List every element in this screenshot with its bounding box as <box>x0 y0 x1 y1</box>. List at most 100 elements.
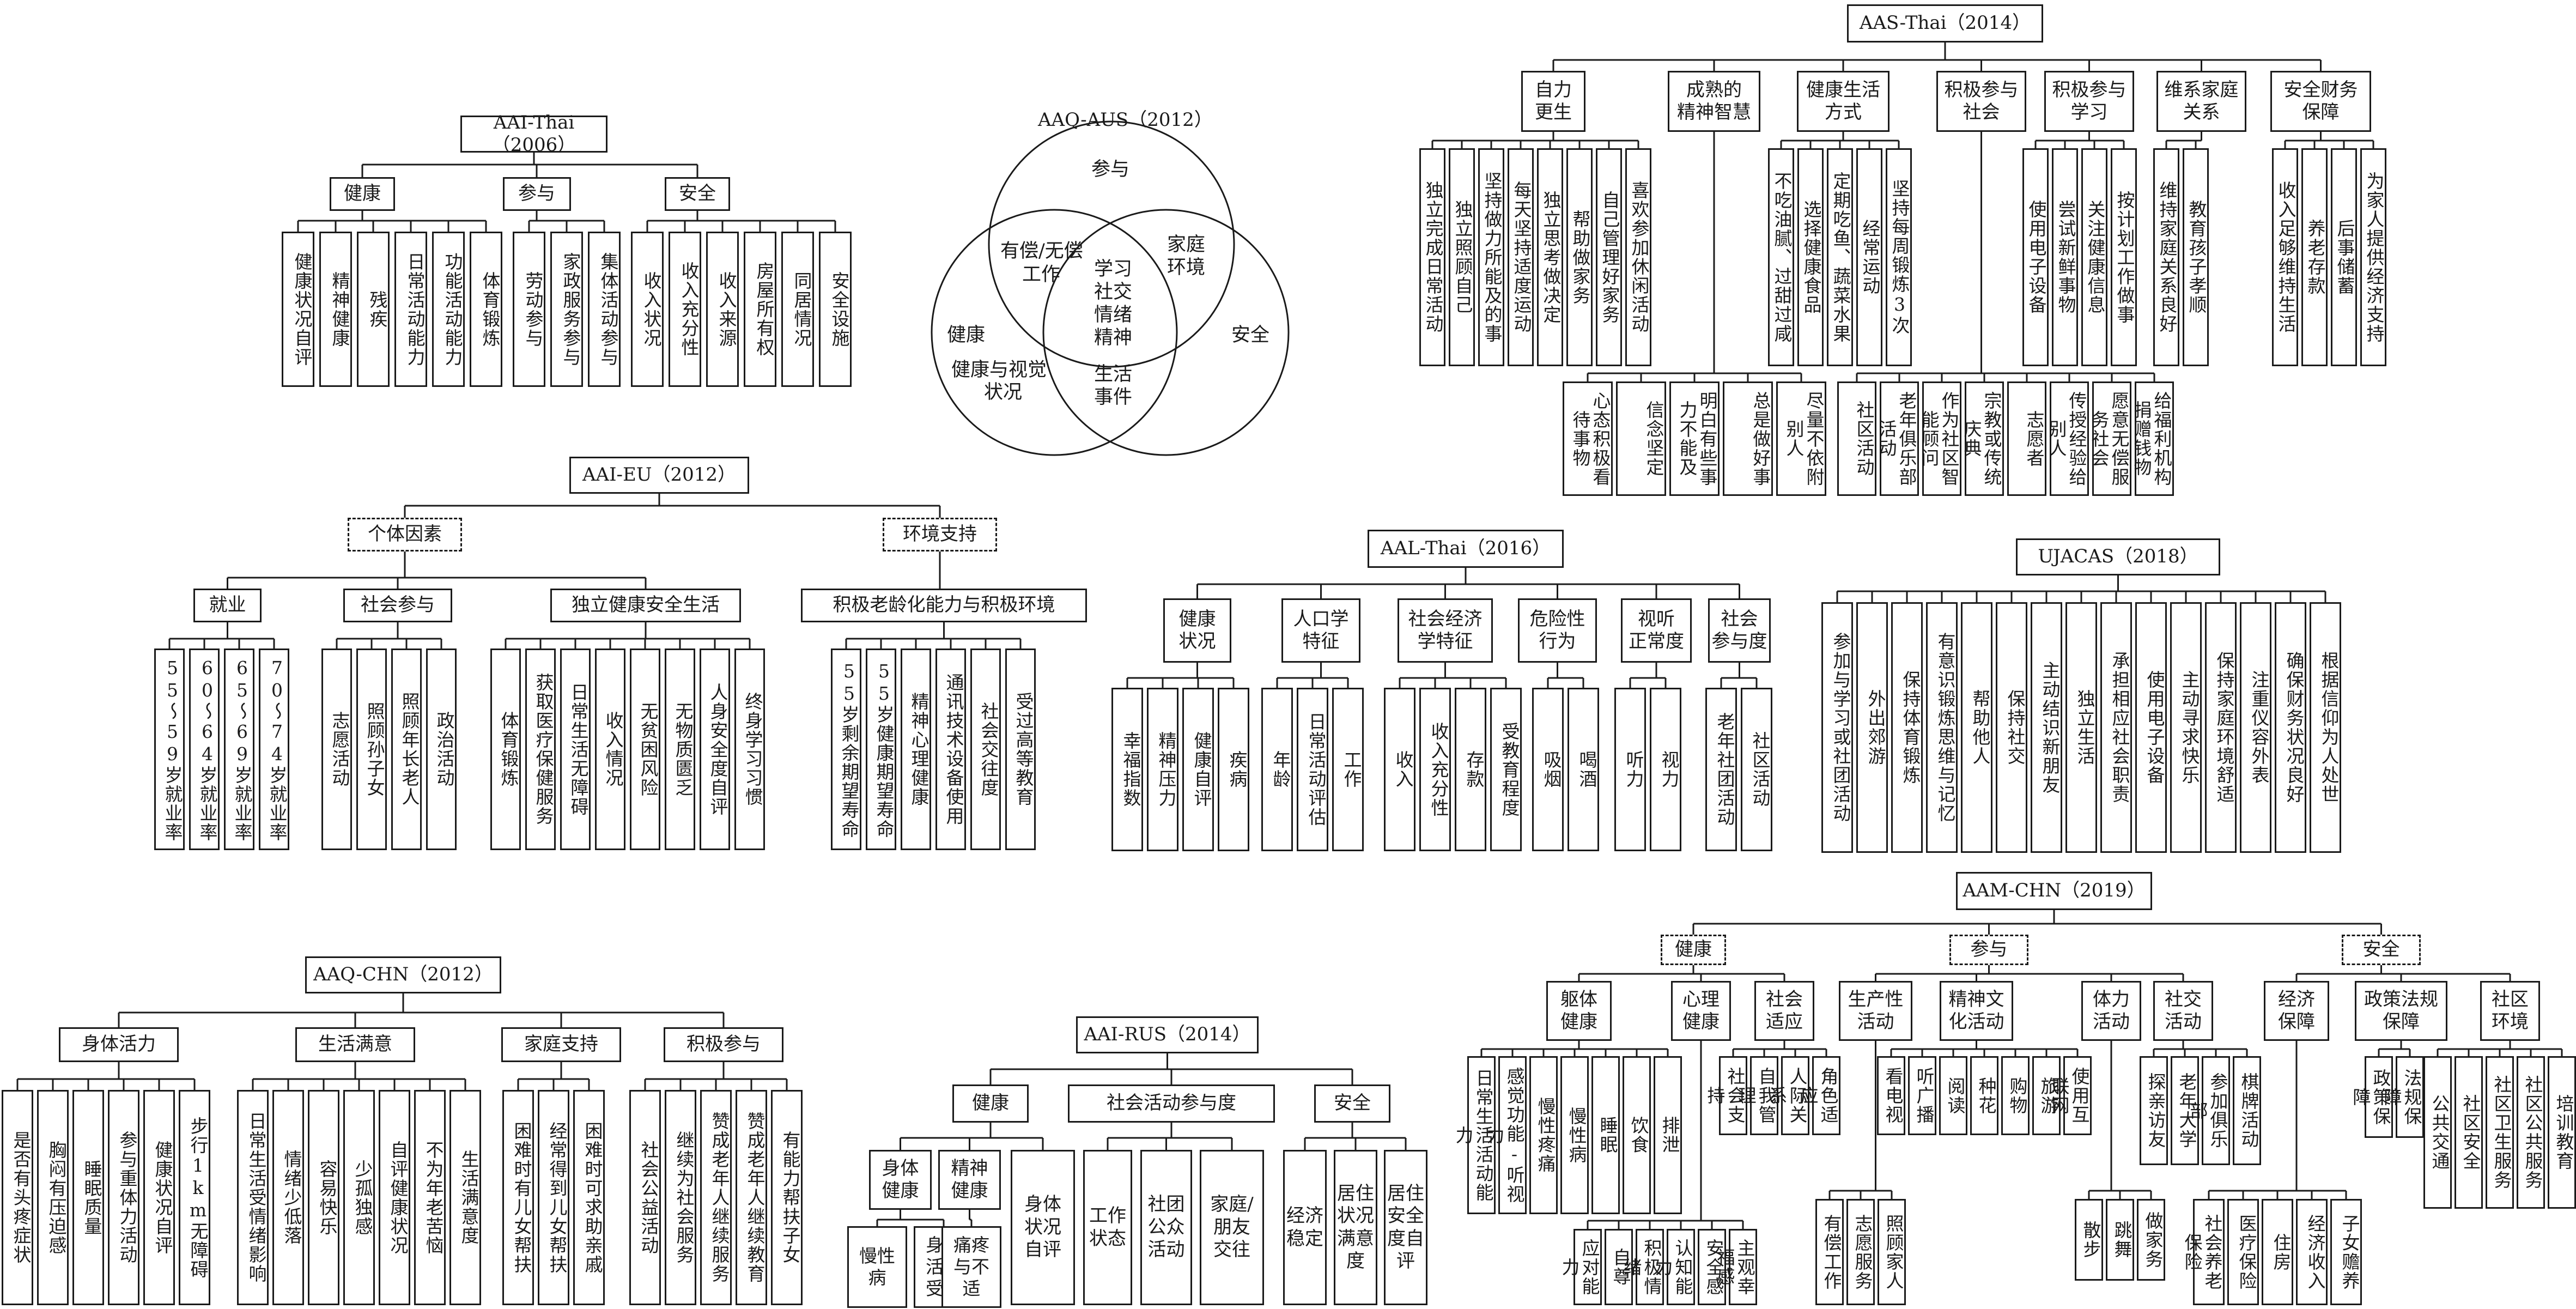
aas-thai-leaf: 作为社区智能顾问 <box>1918 381 1961 496</box>
aam-chn-leaf: 做家务 <box>2137 1199 2165 1281</box>
aas-thai-leaf: 独立思考做决定 <box>1537 148 1563 366</box>
aam-chn-leaf: 旅游 <box>2032 1056 2061 1135</box>
aas-thai-leaf: 关注健康信息 <box>2081 148 2107 366</box>
aam-chn-leaf: 自尊 <box>1605 1229 1633 1305</box>
venn-circle-health <box>931 209 1178 456</box>
aai-eu-leaf: 70～74岁就业率 <box>259 649 289 850</box>
venn-circle-participation <box>988 120 1235 368</box>
aaq-chn-leaf: 健康状况自评 <box>143 1090 175 1305</box>
aam-chn-leaf: 人际关系 <box>1766 1056 1809 1135</box>
aam-chn-leaf: 购物 <box>2001 1056 2030 1135</box>
aai-thai-leaf: 集体活动参与 <box>588 232 621 387</box>
aam-chn-sub: 精神文 化活动 <box>1940 981 2013 1041</box>
aal-thai-leaf: 老年社团活动 <box>1705 688 1737 851</box>
ujacas-leaf: 有意识锻炼思维与记忆 <box>1926 602 1958 853</box>
ujacas-leaf: 保持体育锻炼 <box>1891 602 1923 853</box>
aas-thai-leaf: 定期吃鱼、蔬菜水果 <box>1827 148 1853 366</box>
aai-eu-leaf: 志愿活动 <box>321 649 352 850</box>
aas-thai-leaf: 教育孩子孝顺 <box>2183 148 2209 366</box>
aal-thai-leaf: 幸福指数 <box>1111 688 1143 851</box>
aal-thai-leaf: 精神压力 <box>1147 688 1178 851</box>
aai-thai-leaf: 劳动参与 <box>513 232 545 387</box>
aam-chn-leaf: 培训教育 <box>2548 1056 2576 1209</box>
venn-label-paid-work-2: 工作 <box>1022 264 1060 286</box>
aaq-chn-leaf: 不为年老苦恼 <box>414 1090 446 1305</box>
aai-thai-group: 参与 <box>502 177 571 211</box>
aaq-chn-group: 积极参与 <box>664 1027 783 1062</box>
aai-rus-sub: 社团 公众 活动 <box>1140 1150 1192 1305</box>
aai-rus-sub: 工作 状态 <box>1083 1150 1132 1305</box>
aas-thai-leaf: 总是做好事 <box>1723 381 1773 496</box>
venn-label-participation: 参与 <box>1091 159 1129 180</box>
aam-chn-leaf: 公共交通 <box>2423 1056 2452 1209</box>
venn-label-center-3: 情绪 <box>1094 304 1132 326</box>
aam-chn-leaf: 政策保障 <box>2350 1056 2393 1138</box>
aam-chn-leaf: 经济收入 <box>2296 1199 2328 1305</box>
aal-thai-leaf: 受教育程度 <box>1490 688 1522 851</box>
aaq-chn-group: 身体活力 <box>59 1027 179 1062</box>
aam-chn-sub: 社会 适应 <box>1754 981 1814 1041</box>
venn-label-security: 安全 <box>1231 324 1269 346</box>
aam-chn-leaf: 看电视 <box>1877 1056 1905 1135</box>
aam-chn-leaf: 认知能力 <box>1652 1229 1695 1305</box>
aam-chn-leaf: 种花 <box>1970 1056 1998 1135</box>
aam-chn-leaf: 棋牌活动 <box>2233 1056 2261 1165</box>
aas-thai-leaf: 喜欢参加休闲活动 <box>1625 148 1651 366</box>
venn-label-center-1: 学习 <box>1094 258 1132 280</box>
aal-thai-leaf: 视力 <box>1650 688 1681 851</box>
aas-thai-leaf: 经常运动 <box>1856 148 1882 366</box>
aas-thai-group: 自力 更生 <box>1521 71 1585 132</box>
aai-rus-group: 安全 <box>1314 1084 1390 1123</box>
aai-thai-group: 安全 <box>665 177 730 211</box>
aal-thai-leaf: 喝酒 <box>1568 688 1599 851</box>
aaq-chn-leaf: 经常得到儿女帮扶 <box>538 1090 569 1305</box>
aai-thai-leaf: 收入来源 <box>706 232 739 387</box>
aai-thai-leaf: 残疾 <box>357 232 390 387</box>
aaq-chn-leaf: 赞成老年人继续教育 <box>736 1090 767 1305</box>
aam-chn-leaf: 参加俱乐部 <box>2187 1056 2230 1165</box>
aai-thai-leaf: 同居情况 <box>781 232 814 387</box>
aas-thai-title: AAS-Thai（2014） <box>1847 4 2043 43</box>
aai-eu-title: AAI-EU（2012） <box>569 457 749 494</box>
aam-chn-sub: 体力 活动 <box>2081 981 2141 1041</box>
aai-eu-factor: 个体因素 <box>348 518 462 552</box>
aai-rus-sub: 精神 健康 <box>938 1150 1001 1210</box>
aai-thai-group: 健康 <box>330 177 395 211</box>
venn-label-life-2: 事件 <box>1094 386 1132 408</box>
aaq-chn-group: 生活满意 <box>295 1027 415 1062</box>
aai-eu-leaf: 无贫困风险 <box>630 649 660 850</box>
aal-thai-leaf: 日常活动评估 <box>1297 688 1328 851</box>
aai-eu-group: 社会参与 <box>343 589 452 622</box>
aai-rus-sub: 身体 状况 自评 <box>1011 1150 1075 1305</box>
aal-thai-group: 社会经济 学特征 <box>1398 598 1493 663</box>
aas-thai-leaf: 维持家庭关系良好 <box>2153 148 2179 366</box>
aas-thai-leaf: 帮助做家务 <box>1566 148 1593 366</box>
aai-rus-sub: 居住 状况 满意 度 <box>1334 1150 1377 1305</box>
aas-thai-leaf: 为家人提供经济支持 <box>2360 148 2386 366</box>
aal-thai-leaf: 年龄 <box>1261 688 1293 851</box>
aas-thai-leaf: 按计划工作做事 <box>2111 148 2137 366</box>
venn-circle-security <box>1042 209 1290 456</box>
ujacas-leaf: 主动结识新朋友 <box>2031 602 2062 853</box>
aas-thai-leaf: 后事储蓄 <box>2331 148 2357 366</box>
venn-label-paid-work: 有偿/无偿 <box>1000 240 1083 262</box>
aam-chn-leaf: 社会支持 <box>1704 1056 1747 1135</box>
aam-chn-group: 健康 <box>1661 935 1726 965</box>
aai-rus-sub: 经济 稳定 <box>1283 1150 1327 1305</box>
aaq-chn-leaf: 少孤独感 <box>343 1090 375 1305</box>
ujacas-leaf: 主动寻求快乐 <box>2170 602 2202 853</box>
aai-eu-leaf: 照顾年长老人 <box>391 649 422 850</box>
aal-thai-leaf: 社区活动 <box>1741 688 1772 851</box>
aam-chn-sub: 社交 活动 <box>2153 981 2213 1041</box>
ujacas-leaf: 独立生活 <box>2065 602 2097 853</box>
aas-thai-group: 积极参与 社会 <box>1936 71 2026 132</box>
aaq-chn-leaf: 情绪少低落 <box>272 1090 304 1305</box>
ujacas-leaf: 注重仪容外表 <box>2240 602 2271 853</box>
aai-eu-group: 积极老龄化能力与积极环境 <box>801 589 1087 622</box>
aas-thai-leaf: 选择健康食品 <box>1797 148 1824 366</box>
aam-chn-leaf: 社区公共服务 <box>2517 1056 2545 1209</box>
aal-thai-leaf: 工作 <box>1332 688 1364 851</box>
aam-chn-leaf: 慢性疼痛 <box>1529 1056 1558 1214</box>
